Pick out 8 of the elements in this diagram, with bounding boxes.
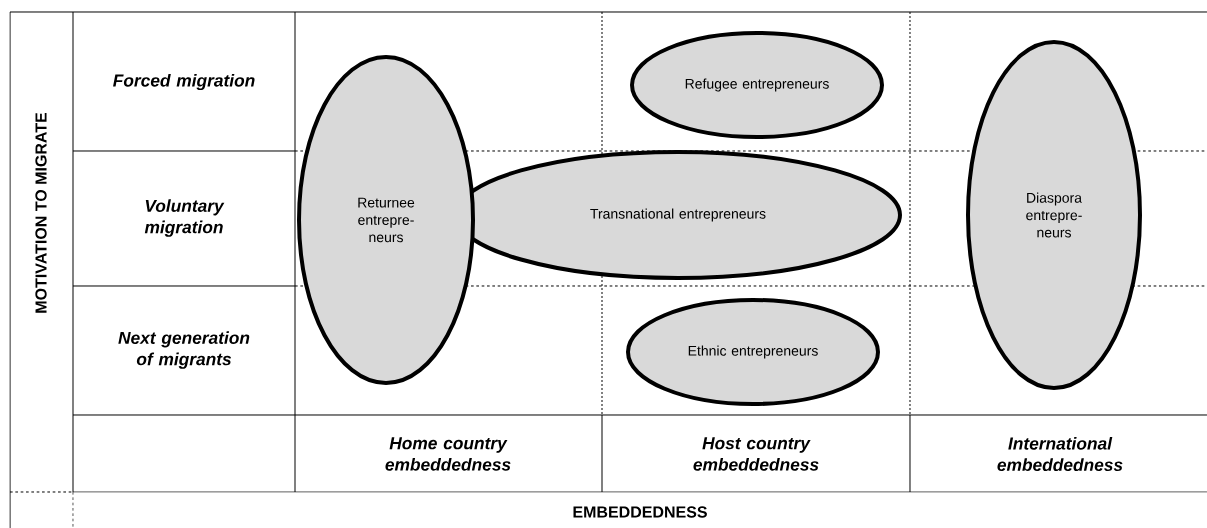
row-label: Forced migration [113,73,255,91]
column-label: Host country embeddedness [693,437,819,471]
column-label: International embeddedness [997,436,1123,472]
row-label: Next generation of migrants [118,331,250,369]
axis-title: EMBEDDEDNESS [573,506,707,518]
row-label: Voluntary migration [144,199,225,237]
column-label: Home country embeddedness [385,437,511,471]
axis-title: MOTIVATION TO MIGRATE [35,112,47,313]
